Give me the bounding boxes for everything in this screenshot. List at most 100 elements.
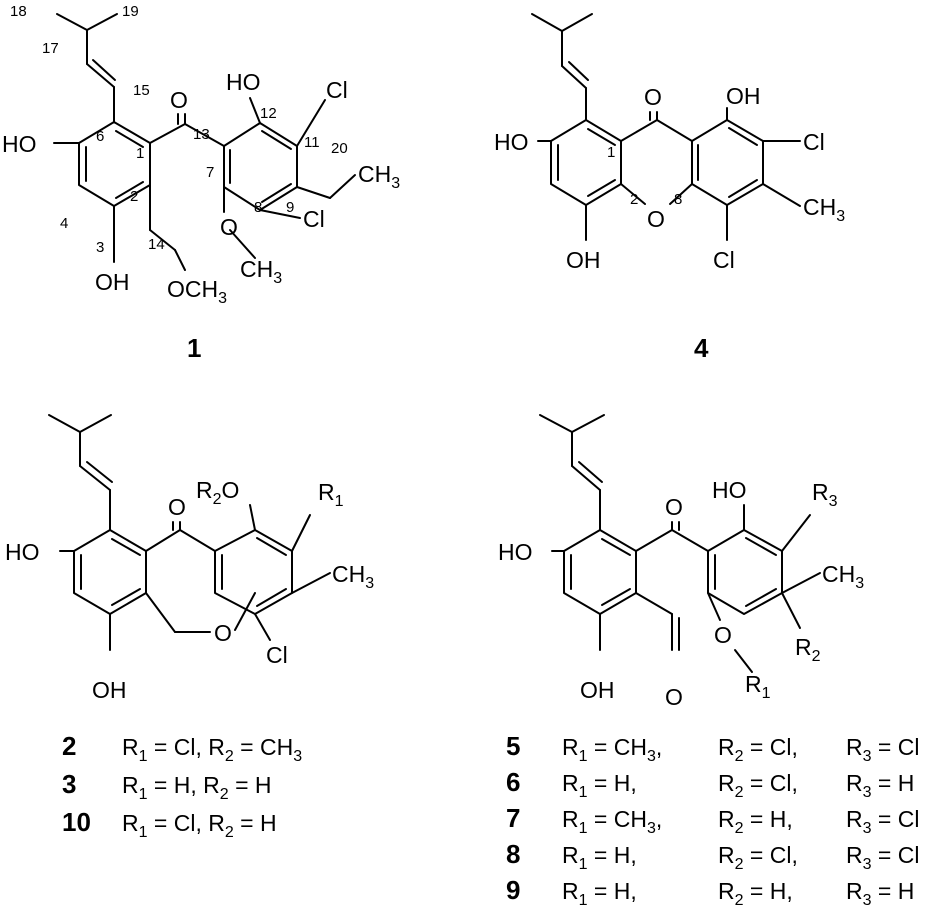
c1-ho-left: HO [2,131,37,157]
legend-row: 6 R1 = H, R2 = Cl, R3 = H [506,767,914,801]
c5-ho-left: HO [498,539,533,565]
c1-num-18: 18 [10,3,27,20]
legend-compound-id: 9 [506,875,520,905]
c4-num-8: 8 [674,191,682,208]
legend-r3: R3 = Cl [846,734,919,765]
c5-aldehyde-o: O [665,684,683,710]
legend-substituents: R1 = H, [562,770,637,801]
compound-1-labels: HO OH O HO Cl Cl O CH3 CH3 OCH3 18 19 17… [2,3,400,363]
c4-oh-bottom: OH [566,247,601,273]
c2-ch3: CH3 [332,561,374,592]
compound-4-structure [531,13,801,241]
c4-ketone-o: O [644,84,662,110]
c4-cl-right: Cl [803,129,825,155]
c2-ho-left: HO [5,539,40,565]
legend-compound-id: 3 [62,769,76,799]
legend-r3: R3 = Cl [846,806,919,837]
c2-cl: Cl [266,642,288,668]
legend-substituents: R1 = H, [562,878,637,909]
legend-row: 5 R1 = CH3, R2 = Cl, R3 = Cl [506,731,919,765]
compound-2-structure [48,414,331,651]
compound-1-id: 1 [187,333,201,363]
c2-ketone-o: O [168,494,186,520]
c5-ketone-o: O [665,494,683,520]
legend-r2: R2 = Cl, [718,734,798,765]
legend-r2: R2 = Cl, [718,842,798,873]
c1-oh-bottom: OH [95,269,130,295]
c1-och3-chain: OCH3 [167,276,227,307]
legend-substituents: R1 = CH3, [562,806,662,837]
c1-num-15: 15 [133,82,150,99]
compound-2-labels: HO OH O O R2O R1 CH3 Cl [5,477,374,703]
c1-num-9: 9 [286,199,294,216]
legend-left: 2 R1 = Cl, R2 = CH3 3 R1 = H, R2 = H 10 … [62,731,302,841]
legend-row: 7 R1 = CH3, R2 = H, R3 = Cl [506,803,919,837]
c1-num-14: 14 [148,236,165,253]
legend-substituents: R1 = Cl, R2 = CH3 [122,734,302,765]
c1-num-4: 4 [60,215,68,232]
legend-compound-id: 5 [506,731,520,761]
legend-r2: R2 = H, [718,806,793,837]
c5-oh-bottom: OH [580,677,615,703]
c1-aryl-methoxy-ch3: CH3 [240,256,282,287]
legend-compound-id: 10 [62,807,91,837]
legend-row: 3 R1 = H, R2 = H [62,769,272,803]
c1-num-8: 8 [254,199,262,216]
legend-row: 8 R1 = H, R2 = Cl, R3 = Cl [506,839,919,873]
legend-right: 5 R1 = CH3, R2 = Cl, R3 = Cl 6 R1 = H, R… [506,731,919,909]
legend-substituents: R1 = Cl, R2 = H [122,810,277,841]
c1-aryl-methoxy-o: O [220,214,238,240]
compound-5-structure [539,414,821,673]
legend-compound-id: 7 [506,803,520,833]
c5-ch3: CH3 [822,561,864,592]
c1-num-20: 20 [331,140,348,157]
c1-num-6: 6 [96,128,104,145]
c1-num-19: 19 [122,3,139,20]
c4-ho-left: HO [494,129,529,155]
c2-ring-o: O [214,620,232,646]
c1-cl-bottom: Cl [303,206,325,232]
c1-num-2: 2 [130,188,138,205]
c1-ho-top: HO [226,69,261,95]
compound-5-labels: HO OH O O HO R3 CH3 R2 O R1 [498,477,864,710]
c4-cl-bottom: Cl [713,247,735,273]
c4-num-1: 1 [607,144,615,161]
legend-compound-id: 2 [62,731,76,761]
legend-r3: R3 = H [846,878,914,909]
c2-oh-bottom: OH [92,677,127,703]
c1-num-3: 3 [96,239,104,256]
compound-1-structure [53,13,356,271]
compound-4-id: 4 [694,333,709,363]
legend-r2: R2 = Cl, [718,770,798,801]
c5-ho-top: HO [712,477,747,503]
c1-methyl-ch3: CH3 [358,161,400,192]
c4-ch3: CH3 [803,194,845,225]
legend-r2: R2 = H, [718,878,793,909]
legend-row: 9 R1 = H, R2 = H, R3 = H [506,875,914,909]
c1-num-13: 13 [193,126,210,143]
c2-r2o: R2O [196,477,239,508]
c1-cl-top: Cl [326,77,348,103]
c4-num-2: 2 [630,191,638,208]
c1-num-7: 7 [206,164,214,181]
c5-r2: R2 [795,634,821,665]
legend-substituents: R1 = H, R2 = H [122,772,272,803]
legend-r3: R3 = Cl [846,842,919,873]
legend-substituents: R1 = H, [562,842,637,873]
legend-row: 10 R1 = Cl, R2 = H [62,807,277,841]
c1-num-1: 1 [136,145,144,162]
c4-ring-o: O [647,206,665,232]
legend-substituents: R1 = CH3, [562,734,662,765]
legend-row: 2 R1 = Cl, R2 = CH3 [62,731,302,765]
c1-num-17: 17 [42,40,59,57]
legend-compound-id: 6 [506,767,520,797]
c1-num-11: 11 [304,134,320,151]
c5-r1: R1 [745,671,771,702]
c5-r3: R3 [812,479,838,510]
compound-4-labels: HO OH O O OH Cl Cl CH3 1 2 8 4 [494,83,845,363]
c5-ether-o: O [714,622,732,648]
c1-ketone-o: O [170,87,188,113]
legend-compound-id: 8 [506,839,520,869]
c2-r1: R1 [318,479,344,510]
